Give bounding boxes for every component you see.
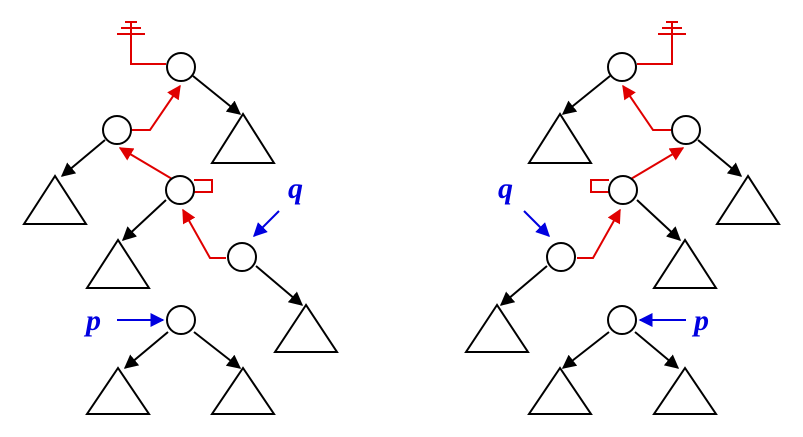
right-parent-arrow-1 [622,84,671,131]
right-subtree-1 [527,112,593,164]
left-edge-root-right [192,75,242,115]
right-node-q [546,242,576,272]
left-subtree-5 [85,366,151,415]
right-parent-arrow-3 [577,208,621,259]
left-subtree-2 [22,174,88,225]
left-node-b [165,175,195,205]
right-edge-root-left [561,75,611,115]
right-subtree-3 [652,238,718,289]
right-node-p [607,305,637,335]
right-node-a [671,115,701,145]
right-subtree-5 [527,366,593,415]
right-parent-arrow-2 [590,147,685,193]
right-tree: q p [464,21,781,415]
left-subtree-3 [85,238,151,289]
left-edge-p-left [123,331,169,369]
left-tree: q p [22,21,339,415]
right-subtree-2 [715,174,781,225]
right-root-node [607,52,637,82]
right-p-label: p [691,304,709,337]
right-nil-ground-icon [637,21,686,65]
left-subtree-1 [210,112,276,164]
right-edge-c-left [499,265,548,306]
left-p-label: p [83,304,101,337]
left-edge-b-left [121,199,167,241]
left-nil-ground-icon [117,21,166,65]
left-node-p [166,305,196,335]
left-edge-a-left [60,139,106,177]
left-node-a [102,115,132,145]
right-q-label: q [498,172,513,205]
right-subtree-4 [464,303,530,353]
left-root-node [166,52,196,82]
left-edge-p-right [193,331,242,369]
left-parent-arrow-3 [182,208,226,259]
right-edge-b-right [636,199,682,241]
left-q-pointer-arrow [253,210,280,237]
left-q-label: q [288,172,303,205]
right-subtree-6 [652,366,718,415]
right-edge-a-right [697,139,743,177]
right-q-pointer-arrow [523,210,550,237]
left-node-q [227,242,257,272]
right-edge-p-right [634,331,680,369]
right-edge-p-left [561,331,610,369]
left-parent-arrow-2 [118,147,213,193]
left-subtree-6 [210,366,276,415]
left-edge-c-right [255,265,304,306]
left-subtree-4 [273,303,339,353]
right-node-b [608,175,638,205]
left-parent-arrow-1 [132,84,181,131]
